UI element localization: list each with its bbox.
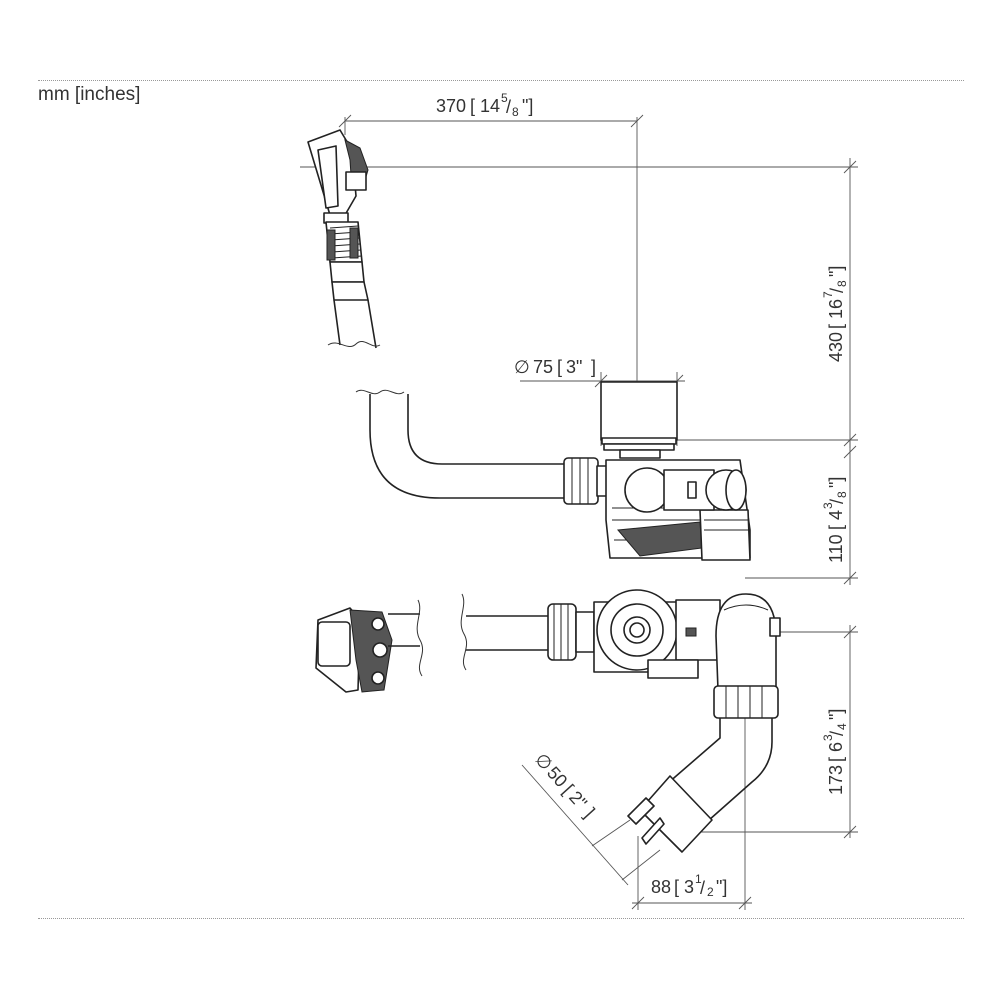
units-label: mm [inches] bbox=[38, 84, 141, 105]
dim-75-mm: 75 bbox=[533, 357, 553, 377]
dim-430-mm: 430 bbox=[826, 332, 846, 362]
pipe-side-view bbox=[355, 389, 608, 505]
svg-text:[: [ bbox=[470, 96, 475, 116]
pipe-top-view bbox=[460, 593, 595, 671]
dim-110-inch-num: 3 bbox=[821, 502, 835, 509]
dim-370-mm: 370 bbox=[436, 96, 466, 116]
dim-173-mm: 173 bbox=[826, 765, 846, 795]
svg-text:[: [ bbox=[557, 357, 562, 377]
dim-88-inch-den: 2 bbox=[707, 885, 714, 899]
dim-110-inch-den: 8 bbox=[835, 491, 849, 498]
svg-text:[: [ bbox=[826, 757, 846, 762]
dim-88-inch-whole: 3 bbox=[684, 877, 694, 897]
dim-430-inch-num: 7 bbox=[821, 291, 835, 298]
svg-text:[: [ bbox=[826, 525, 846, 530]
svg-text:]: ] bbox=[581, 804, 599, 821]
svg-text:/: / bbox=[827, 499, 847, 504]
svg-text:/: / bbox=[700, 878, 705, 898]
svg-text:"]: "] bbox=[826, 709, 846, 720]
overflow-head-side bbox=[307, 129, 381, 349]
dim-110-inch-whole: 4 bbox=[826, 510, 846, 520]
dim-88-inch-num: 1 bbox=[695, 872, 702, 886]
dim-370-inch-den: 8 bbox=[512, 105, 519, 119]
dim-173-inch-num: 3 bbox=[821, 734, 835, 741]
dimension-width-88: 88 [ 3 1 / 2 "] bbox=[631, 692, 752, 910]
dim-75-inch: 3" bbox=[566, 357, 582, 377]
svg-text:"]: "] bbox=[522, 96, 533, 116]
dim-88-mm: 88 bbox=[651, 877, 671, 897]
dim-370-inch-whole: 14 bbox=[480, 96, 500, 116]
dim-173-inch-den: 4 bbox=[835, 723, 849, 730]
drain-body-side bbox=[600, 381, 751, 561]
svg-text:/: / bbox=[827, 288, 847, 293]
dim-430-inch-den: 8 bbox=[835, 280, 849, 287]
svg-text:"]: "] bbox=[826, 477, 846, 488]
dim-173-inch-whole: 6 bbox=[826, 742, 846, 752]
dimension-height-110: 110 [ 4 3 / 8 "] bbox=[745, 440, 858, 585]
drain-body-top bbox=[593, 589, 781, 853]
dim-370-inch-num: 5 bbox=[501, 91, 508, 105]
svg-text:"]: "] bbox=[826, 266, 846, 277]
svg-text:[: [ bbox=[674, 877, 679, 897]
dimension-width-370: 370 [ 14 5 / 8 "] bbox=[338, 91, 644, 448]
overflow-head-top bbox=[315, 599, 424, 693]
dim-430-inch-whole: 16 bbox=[826, 299, 846, 319]
svg-text:[: [ bbox=[826, 324, 846, 329]
dim-75-prefix: ∅ bbox=[514, 357, 530, 377]
bottom-divider bbox=[38, 918, 964, 919]
svg-text:"]: "] bbox=[716, 877, 727, 897]
svg-text:]: ] bbox=[591, 357, 596, 377]
dimension-height-430: 430 [ 16 7 / 8 "] bbox=[300, 158, 858, 448]
svg-text:/: / bbox=[827, 731, 847, 736]
svg-text:/: / bbox=[506, 97, 511, 117]
top-divider bbox=[38, 80, 964, 81]
dimension-height-173: 173 [ 6 3 / 4 "] bbox=[700, 625, 858, 839]
dim-110-mm: 110 bbox=[826, 534, 846, 563]
